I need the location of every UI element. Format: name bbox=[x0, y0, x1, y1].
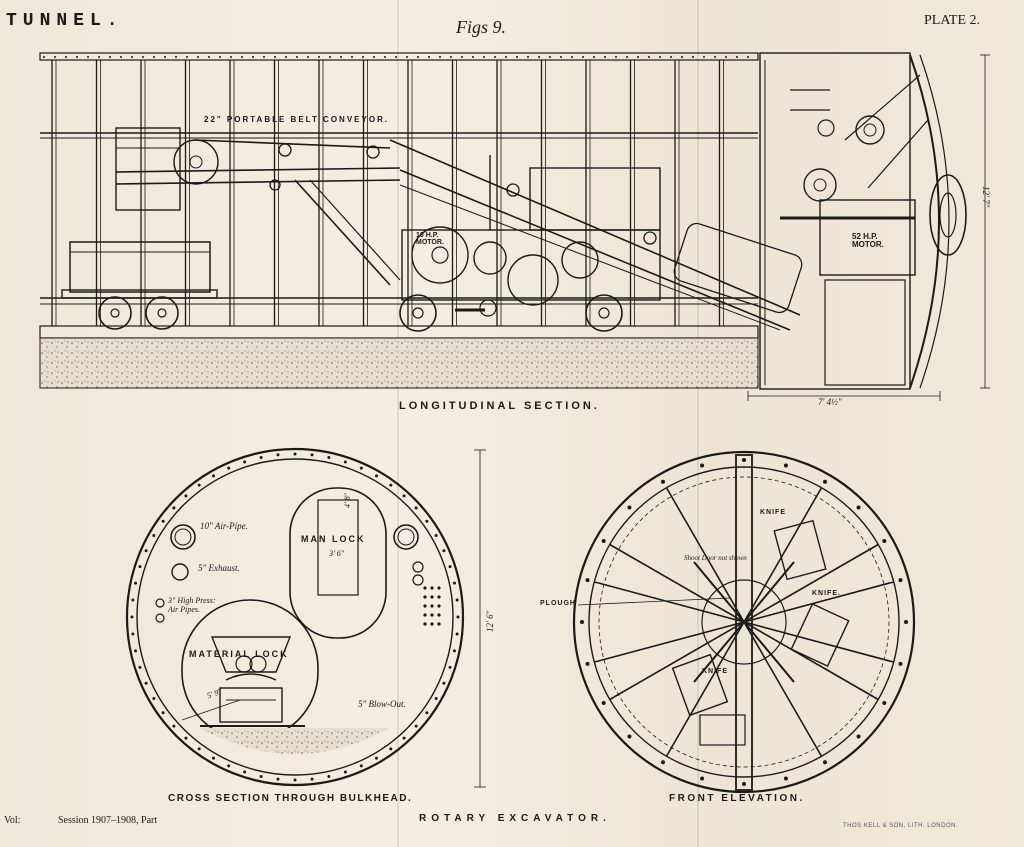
tunnel-ribs bbox=[43, 56, 749, 326]
mine-car-wheel bbox=[145, 296, 179, 330]
conveyor-pulley bbox=[173, 139, 219, 185]
cutter-wheel bbox=[929, 174, 967, 256]
plate-number: PLATE 2. bbox=[924, 13, 980, 28]
high-press-label: 3" High Press: Air Pipes. bbox=[168, 596, 216, 614]
man-lock-height: 4' 8" bbox=[343, 492, 352, 508]
small-motor bbox=[411, 226, 469, 284]
longitudinal-caption: LONGITUDINAL SECTION. bbox=[399, 400, 600, 412]
air-pipe-port bbox=[393, 524, 419, 550]
air-pipe-label: 10" Air-Pipe. bbox=[200, 521, 248, 531]
front-elevation bbox=[572, 450, 916, 794]
diameter-dimension: 12' 6" bbox=[485, 610, 495, 632]
cutter-head-profile bbox=[909, 54, 940, 389]
mine-car-wheel bbox=[98, 296, 132, 330]
cutter-bolts bbox=[580, 458, 908, 786]
conveyor-label: 22" PORTABLE BELT CONVEYOR. bbox=[204, 115, 390, 124]
bulkhead-outer-ring bbox=[125, 447, 465, 787]
paper-fold-line bbox=[697, 0, 699, 847]
vertical-spoke bbox=[735, 454, 753, 791]
height-dimension: 12' 7" bbox=[981, 186, 991, 208]
front-elevation-caption: FRONT ELEVATION. bbox=[669, 793, 805, 804]
shoot-door-note: Shoot Door not shown bbox=[684, 554, 747, 562]
conveyor-leg bbox=[294, 179, 391, 286]
gear-wheel bbox=[803, 168, 837, 202]
longitudinal-section bbox=[39, 52, 990, 401]
man-lock bbox=[289, 487, 387, 639]
man-lock-width: 3' 6" bbox=[329, 549, 345, 558]
plough-label: PLOUGH bbox=[540, 600, 576, 607]
cross-section-bulkhead bbox=[125, 447, 486, 788]
knife-label: KNIFE. bbox=[812, 590, 841, 597]
exhaust-label: 5" Exhaust. bbox=[198, 563, 240, 573]
large-motor-housing bbox=[819, 199, 916, 276]
material-lock-label: MATERIAL LOCK bbox=[189, 649, 289, 659]
carriage-wheel bbox=[399, 294, 437, 332]
volume-label: Vol: bbox=[4, 815, 21, 826]
hopper bbox=[115, 127, 181, 211]
length-dimension: 7' 4½" bbox=[818, 397, 842, 407]
shield-frame bbox=[759, 52, 911, 390]
figure-number: Figs 9. bbox=[456, 17, 507, 37]
small-motor-label: 10 H.P. MOTOR. bbox=[416, 232, 444, 246]
knife-label: KNIFE bbox=[760, 509, 786, 516]
gravel-floor bbox=[39, 337, 759, 389]
bulkhead-rivets bbox=[130, 452, 460, 782]
cross-section-caption: CROSS SECTION THROUGH BULKHEAD. bbox=[168, 793, 413, 804]
mine-car bbox=[69, 241, 211, 293]
knife-label: KNIFE bbox=[702, 668, 728, 675]
rail-bed bbox=[39, 325, 759, 339]
gear-wheel bbox=[855, 115, 885, 145]
large-motor-label: 52 H.P. MOTOR. bbox=[852, 232, 884, 249]
tunnel-roof bbox=[39, 52, 759, 61]
man-lock-label: MAN LOCK bbox=[301, 534, 366, 544]
vent-holes bbox=[423, 586, 441, 626]
cutter-outer-ring bbox=[572, 450, 916, 794]
carriage-wheel bbox=[585, 294, 623, 332]
inclined-conveyor bbox=[389, 139, 801, 316]
conveyor-belt-upper bbox=[194, 139, 391, 149]
plate-title-fragment: TUNNEL. bbox=[6, 11, 124, 31]
air-pipe-port bbox=[170, 524, 196, 550]
printer-credit: THOS KELL & SON, LITH. LONDON. bbox=[843, 823, 959, 829]
session-label: Session 1907–1908, Part bbox=[58, 815, 158, 826]
plate-subject-title: ROTARY EXCAVATOR. bbox=[419, 813, 611, 824]
blow-out-label: 5" Blow-Out. bbox=[358, 699, 406, 709]
exhaust-port bbox=[171, 563, 189, 581]
paper-fold-line bbox=[397, 0, 399, 847]
